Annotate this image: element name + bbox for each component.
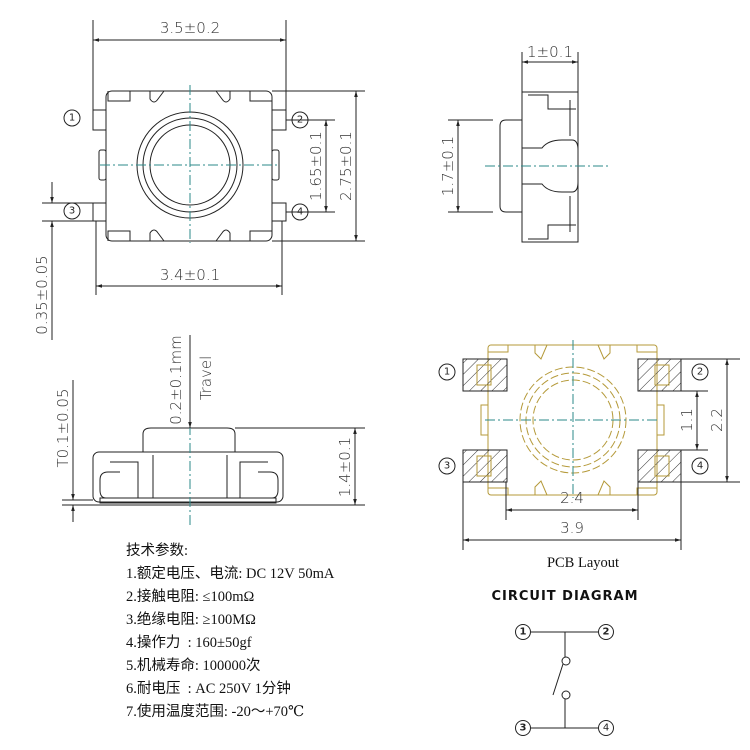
svg-text:2: 2 xyxy=(297,115,303,126)
svg-text:3: 3 xyxy=(444,461,450,472)
spec-list: 技术参数: 1.额定电压、电流: DC 12V 50mA 2.接触电阻: ≤10… xyxy=(126,542,335,720)
pcb-dim-inner-height: 1.1 xyxy=(678,408,696,432)
spec-item: 3.绝缘电阻: ≥100MΩ xyxy=(126,611,256,628)
dim-width-outer: 3.5±0.2 xyxy=(160,19,220,37)
svg-text:2: 2 xyxy=(697,367,703,378)
pcb-dim-outer-width: 3.9 xyxy=(560,519,584,537)
spec-item: 1.额定电压、电流: DC 12V 50mA xyxy=(126,565,335,582)
pin-label-1: 1 xyxy=(63,109,81,127)
dim-terminal-thickness: T0.1±0.05 xyxy=(54,389,72,468)
side-view: 1±0.1 1.7±0.1 xyxy=(439,43,610,243)
svg-text:2: 2 xyxy=(603,627,610,638)
svg-text:4: 4 xyxy=(297,207,303,218)
spec-item: 5.机械寿命: 100000次 xyxy=(126,656,261,674)
pcb-pad-1 xyxy=(462,358,508,392)
dim-total-height: 1.4±0.1 xyxy=(336,437,354,497)
circuit-pin-1: 1 xyxy=(515,624,531,640)
pcb-pin-label-3: 3 xyxy=(438,457,456,475)
dim-height-body: 2.75±0.1 xyxy=(337,131,355,201)
svg-text:1: 1 xyxy=(520,627,527,638)
spec-item: 7.使用温度范围: -20～+70℃ xyxy=(126,703,304,720)
dim-width-body: 3.4±0.1 xyxy=(160,266,220,284)
spec-item: 4.操作力 : 160±50gf xyxy=(126,634,252,651)
svg-text:4: 4 xyxy=(603,723,609,734)
svg-text:1: 1 xyxy=(69,113,75,124)
circuit-diagram: CIRCUIT DIAGRAM 1 2 3 4 xyxy=(491,589,638,736)
circuit-title: CIRCUIT DIAGRAM xyxy=(491,589,638,604)
pcb-pin-label-4: 4 xyxy=(691,457,709,475)
svg-text:1: 1 xyxy=(444,367,450,378)
spec-item: 6.耐电压 : AC 250V 1分钟 xyxy=(126,680,291,697)
pcb-pad-2 xyxy=(637,358,682,392)
dim-depth: 1±0.1 xyxy=(527,43,573,61)
circuit-pin-4: 4 xyxy=(598,720,614,736)
pcb-dim-outer-height: 2.2 xyxy=(708,408,726,432)
pin-label-4: 4 xyxy=(291,203,309,221)
pcb-layout-title: PCB Layout xyxy=(547,555,619,571)
front-view: 1.4±0.1 0.2±0.1mm Travel T0.1±0.05 xyxy=(54,335,365,525)
dim-pin-pitch: 1.65±0.1 xyxy=(307,131,325,201)
pin-label-2: 2 xyxy=(291,111,309,129)
spec-heading: 技术参数: xyxy=(126,542,188,559)
circuit-pin-3: 3 xyxy=(515,720,531,736)
pcb-layout: 2.4 3.9 1.1 2.2 1 2 3 4 PCB Layout xyxy=(438,340,740,571)
svg-text:3: 3 xyxy=(69,206,75,217)
spec-item: 2.接触电阻: ≤100mΩ xyxy=(126,588,255,605)
travel-value: 0.2±0.1mm xyxy=(167,335,185,425)
svg-text:3: 3 xyxy=(520,723,527,734)
dim-button-height: 1.7±0.1 xyxy=(439,136,457,196)
pcb-pin-label-1: 1 xyxy=(438,363,456,381)
dim-pin-width: 0.35±0.05 xyxy=(33,255,51,334)
travel-label: Travel xyxy=(197,356,215,401)
circuit-pin-2: 2 xyxy=(598,624,614,640)
pcb-pad-3 xyxy=(462,449,508,483)
svg-text:4: 4 xyxy=(697,461,703,472)
pcb-pad-4 xyxy=(637,449,682,483)
pcb-dim-inner-width: 2.4 xyxy=(560,489,584,507)
top-view: 3.5±0.2 3.4±0.1 2.75±0.1 1.65±0.1 0.35±0… xyxy=(33,19,365,340)
pin-label-3: 3 xyxy=(63,202,81,220)
pcb-pin-label-2: 2 xyxy=(691,363,709,381)
